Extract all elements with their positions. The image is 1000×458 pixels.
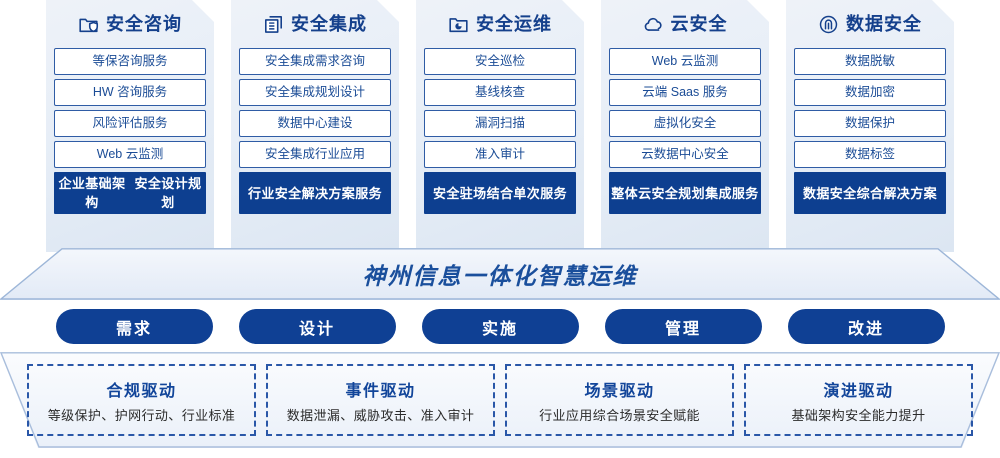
summary-line: 安全设计规划 bbox=[134, 176, 202, 210]
folder-shield-icon bbox=[78, 14, 99, 35]
folder-pie-chart-icon bbox=[448, 14, 469, 35]
driver-card-incident[interactable]: 事件驱动 数据泄漏、威胁攻击、准入审计 bbox=[266, 364, 495, 436]
stage-pill-demand[interactable]: 需求 bbox=[55, 309, 213, 344]
stage-pill-improvement[interactable]: 改进 bbox=[787, 309, 945, 344]
service-item[interactable]: Web 云监测 bbox=[54, 141, 206, 168]
service-item[interactable]: 数据加密 bbox=[794, 79, 946, 106]
service-item[interactable]: 虚拟化安全 bbox=[609, 110, 761, 137]
summary-line: 解决方案 bbox=[883, 185, 937, 201]
summary-line: 方案服务 bbox=[328, 185, 382, 201]
service-item[interactable]: 数据脱敏 bbox=[794, 48, 946, 75]
service-item[interactable]: 云端 Saas 服务 bbox=[609, 79, 761, 106]
pillar-summary[interactable]: 数据安全综合 解决方案 bbox=[794, 172, 946, 214]
summary-line: 企业基础架构 bbox=[58, 176, 126, 210]
service-list: Web 云监测 云端 Saas 服务 虚拟化安全 云数据中心安全 bbox=[609, 48, 761, 168]
platform-banner-title: 神州信息一体化智慧运维 bbox=[362, 263, 638, 289]
service-item[interactable]: 准入审计 bbox=[424, 141, 576, 168]
platform-banner: 神州信息一体化智慧运维 bbox=[0, 248, 1000, 300]
driver-title: 演进驱动 bbox=[823, 382, 894, 400]
pillar-header: 安全咨询 bbox=[54, 0, 206, 48]
pillar-summary[interactable]: 行业安全解决 方案服务 bbox=[239, 172, 391, 214]
stage-pill-implementation[interactable]: 实施 bbox=[421, 309, 579, 344]
service-list: 安全集成需求咨询 安全集成规划设计 数据中心建设 安全集成行业应用 bbox=[239, 48, 391, 168]
summary-line: 集成服务 bbox=[705, 185, 759, 201]
pillar-title: 安全咨询 bbox=[106, 14, 182, 34]
service-item[interactable]: 漏洞扫描 bbox=[424, 110, 576, 137]
fingerprint-icon bbox=[818, 14, 839, 35]
service-item[interactable]: 安全集成规划设计 bbox=[239, 79, 391, 106]
summary-line: 整体云安全规划 bbox=[611, 185, 706, 201]
stacked-documents-icon bbox=[263, 14, 284, 35]
stage-pill-design[interactable]: 设计 bbox=[238, 309, 396, 344]
pillar-card-security-integration[interactable]: 安全集成 安全集成需求咨询 安全集成规划设计 数据中心建设 安全集成行业应用 行… bbox=[231, 0, 399, 252]
driver-card-compliance[interactable]: 合规驱动 等级保护、护网行动、行业标准 bbox=[27, 364, 256, 436]
pillar-card-cloud-security[interactable]: 云安全 Web 云监测 云端 Saas 服务 虚拟化安全 云数据中心安全 整体云… bbox=[601, 0, 769, 252]
service-item[interactable]: 云数据中心安全 bbox=[609, 141, 761, 168]
pillar-card-security-consulting[interactable]: 安全咨询 等保咨询服务 HW 咨询服务 风险评估服务 Web 云监测 企业基础架… bbox=[46, 0, 214, 252]
pillar-header: 云安全 bbox=[609, 0, 761, 48]
driver-card-scenario[interactable]: 场景驱动 行业应用综合场景安全赋能 bbox=[505, 364, 734, 436]
pillar-title: 安全集成 bbox=[291, 14, 367, 34]
service-item[interactable]: 数据标签 bbox=[794, 141, 946, 168]
driver-card-evolution[interactable]: 演进驱动 基础架构安全能力提升 bbox=[744, 364, 973, 436]
pillar-summary[interactable]: 整体云安全规划 集成服务 bbox=[609, 172, 761, 214]
service-item[interactable]: 基线核查 bbox=[424, 79, 576, 106]
service-item[interactable]: 风险评估服务 bbox=[54, 110, 206, 137]
driver-title: 场景驱动 bbox=[584, 382, 655, 400]
pillars-row: 安全咨询 等保咨询服务 HW 咨询服务 风险评估服务 Web 云监测 企业基础架… bbox=[0, 0, 1000, 252]
summary-line: 安全驻场结合 bbox=[432, 185, 514, 201]
pillar-title: 安全运维 bbox=[476, 14, 552, 34]
summary-line: 行业安全解决 bbox=[247, 185, 329, 201]
service-list: 等保咨询服务 HW 咨询服务 风险评估服务 Web 云监测 bbox=[54, 48, 206, 168]
service-item[interactable]: 数据中心建设 bbox=[239, 110, 391, 137]
service-item[interactable]: Web 云监测 bbox=[609, 48, 761, 75]
pillar-title: 云安全 bbox=[670, 14, 728, 34]
pillar-header: 安全集成 bbox=[239, 0, 391, 48]
pillar-card-security-operations[interactable]: 安全运维 安全巡检 基线核查 漏洞扫描 准入审计 安全驻场结合 单次服务 bbox=[416, 0, 584, 252]
pillar-card-data-security[interactable]: 数据安全 数据脱敏 数据加密 数据保护 数据标签 数据安全综合 解决方案 bbox=[786, 0, 954, 252]
driver-description: 数据泄漏、威胁攻击、准入审计 bbox=[286, 407, 475, 423]
service-item[interactable]: 安全集成需求咨询 bbox=[239, 48, 391, 75]
service-item[interactable]: 数据保护 bbox=[794, 110, 946, 137]
service-list: 安全巡检 基线核查 漏洞扫描 准入审计 bbox=[424, 48, 576, 168]
service-list: 数据脱敏 数据加密 数据保护 数据标签 bbox=[794, 48, 946, 168]
drivers-row: 合规驱动 等级保护、护网行动、行业标准 事件驱动 数据泄漏、威胁攻击、准入审计 … bbox=[0, 352, 1000, 448]
summary-line: 数据安全综合 bbox=[802, 185, 884, 201]
pillar-title: 数据安全 bbox=[846, 14, 922, 34]
driver-description: 等级保护、护网行动、行业标准 bbox=[47, 407, 236, 423]
driver-description: 行业应用综合场景安全赋能 bbox=[539, 407, 700, 423]
driver-title: 事件驱动 bbox=[345, 382, 416, 400]
pillar-header: 数据安全 bbox=[794, 0, 946, 48]
pillar-summary[interactable]: 企业基础架构 安全设计规划 bbox=[54, 172, 206, 214]
pillar-header: 安全运维 bbox=[424, 0, 576, 48]
service-item[interactable]: 安全巡检 bbox=[424, 48, 576, 75]
service-item[interactable]: 等保咨询服务 bbox=[54, 48, 206, 75]
pillar-summary[interactable]: 安全驻场结合 单次服务 bbox=[424, 172, 576, 214]
stage-pill-management[interactable]: 管理 bbox=[604, 309, 762, 344]
lifecycle-stages: 需求 设计 实施 管理 改进 bbox=[0, 309, 1000, 349]
service-item[interactable]: 安全集成行业应用 bbox=[239, 141, 391, 168]
service-item[interactable]: HW 咨询服务 bbox=[54, 79, 206, 106]
driver-description: 基础架构安全能力提升 bbox=[791, 407, 926, 423]
driver-title: 合规驱动 bbox=[106, 382, 177, 400]
cloud-icon bbox=[643, 14, 664, 35]
summary-line: 单次服务 bbox=[513, 185, 567, 201]
